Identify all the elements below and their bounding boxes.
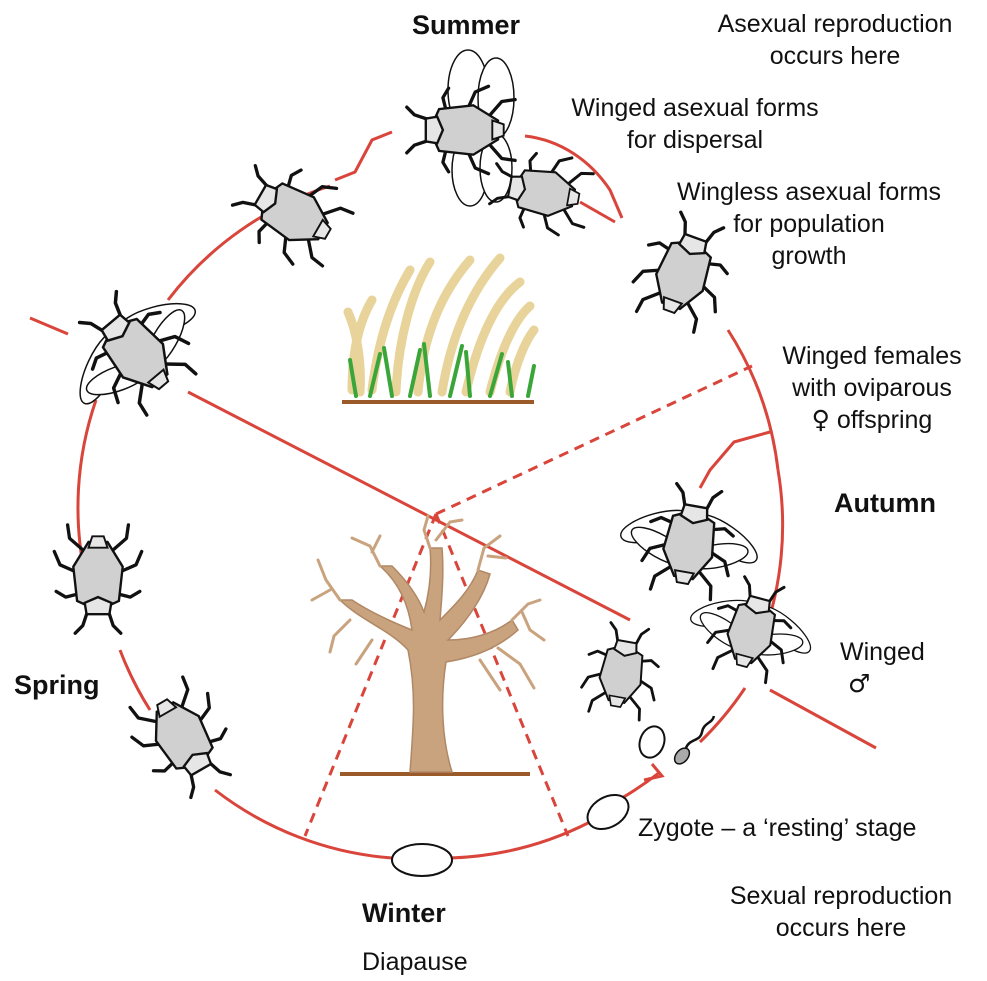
label-asexual-reproduction: Asexual reproduction occurs here [690,8,980,72]
male-symbol: ♂ [848,668,925,700]
divider-dashed-winter-right [436,514,568,836]
phase-dividers [30,318,876,836]
season-autumn: Autumn [834,488,936,519]
label-sexual-reproduction: Sexual reproduction occurs here [696,880,986,944]
winged-aphid-icon [407,50,515,206]
egg-icon [392,844,452,876]
cycle-arc-summer-branch [580,202,615,222]
female-symbol: ♀ [812,405,830,434]
label-diapause: Diapause [362,946,468,978]
sperm-icon [672,716,714,767]
egg-icon [635,723,668,761]
aphid-summer-winged [407,50,515,206]
cycle-tick-zygote [644,764,662,780]
season-winter: Winter [362,898,446,929]
cycle-arc-spring-low [120,650,150,710]
label-wingless-asexual: Wingless asexual forms for population gr… [664,176,954,272]
winged-aphid-icon [607,475,772,607]
winged-aphid-icon [38,257,231,445]
cycle-arc-zygote [622,772,660,798]
season-spring: Spring [14,670,100,701]
cycle-branch-females [700,432,770,488]
label-winged-male: Winged ♂ [840,636,925,700]
aphid-icon [222,148,359,278]
divider-dashed-autumn [436,366,752,514]
label-winged-asexual: Winged asexual forms for dispersal [550,92,840,156]
cycle-arc-winter-right [450,822,590,858]
aphid-icon [578,619,666,722]
cycle-arc-winter-left [215,790,392,858]
cycle-arc-autumn-low [700,688,745,742]
season-summer: Summer [412,10,520,41]
aphid-icon [54,525,141,633]
grass-crop-icon [342,258,534,402]
label-winged-females: Winged females with oviparous ♀ offsprin… [764,340,980,436]
label-zygote: Zygote – a ‘resting’ stage [638,812,916,844]
cycle-arc-summer-top [335,132,392,180]
divider-solid-left [30,318,68,334]
winged-aphid-icon [675,565,828,693]
